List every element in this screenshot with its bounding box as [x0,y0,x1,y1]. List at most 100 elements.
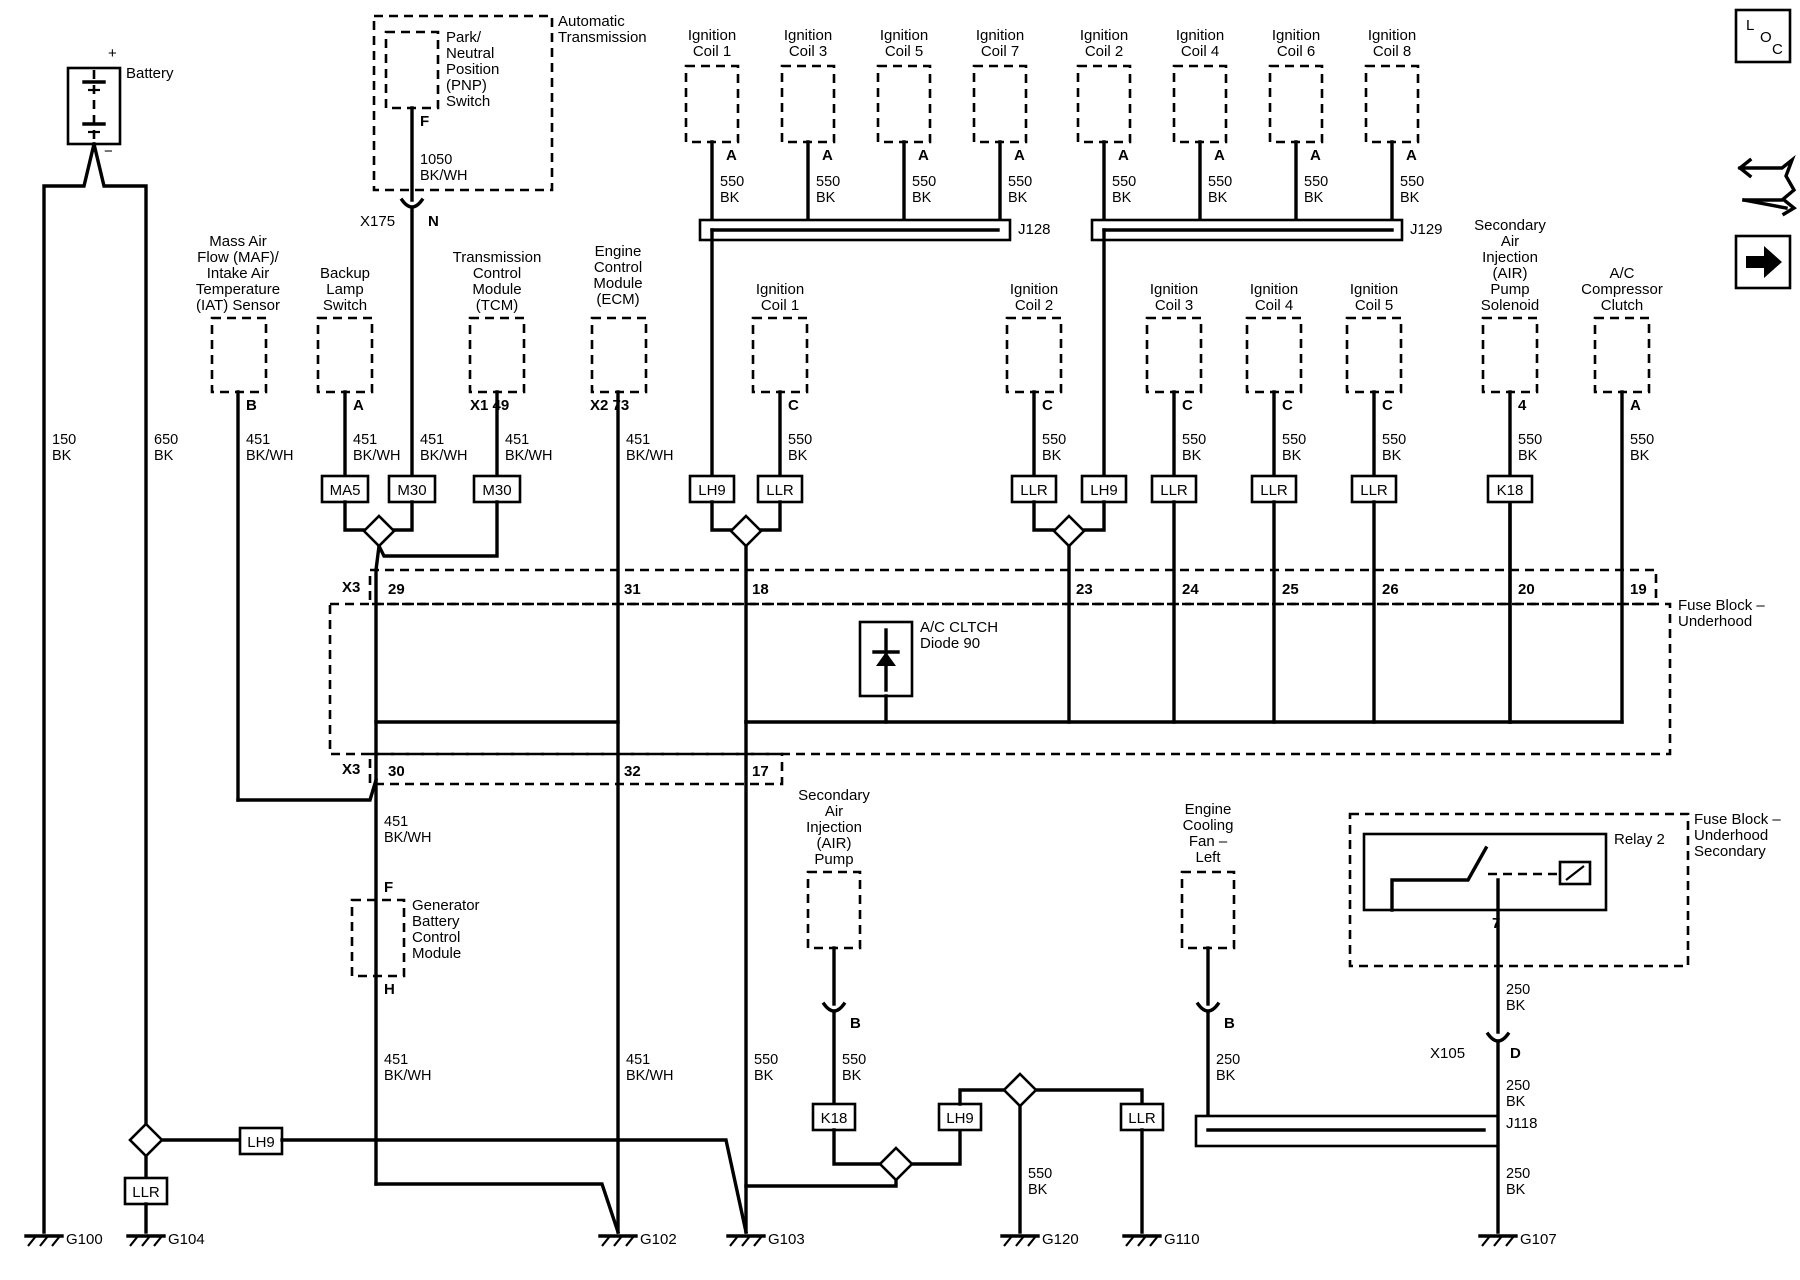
svg-text:Backup: Backup [320,265,370,282]
svg-text:LLR: LLR [1020,482,1048,499]
engine-cooling-fan-left [1180,870,1236,950]
svg-text:C: C [788,397,799,414]
svg-text:C: C [1382,397,1393,414]
svg-text:G100: G100 [66,1231,103,1248]
automatic-transmission-box [372,14,554,192]
g103-wire-color: BK [754,1068,774,1084]
svg-text:BK: BK [720,190,740,206]
fuse-block-underhood [328,602,1672,756]
svg-text:M30: M30 [397,482,426,499]
svg-text:Secondary: Secondary [1694,843,1766,860]
battery: + − Battery [66,45,174,160]
splice-box: LLR [1010,474,1058,504]
svg-text:Injection: Injection [1482,249,1538,266]
svg-text:Coil 4: Coil 4 [1255,297,1293,314]
svg-text:K18: K18 [821,1110,848,1127]
x105-pin-d: D [1510,1045,1521,1062]
svg-text:Injection: Injection [806,819,862,836]
gen-wire-bot-color: BK/WH [384,1068,432,1084]
backup-pin-a: A [353,397,364,414]
air-pump-solenoid-label: Secondary Air Injection (AIR) Pump Solen… [1474,217,1546,314]
fb-top-pin: 31 [624,581,641,598]
tcm-wire-num: 451 [505,432,529,448]
svg-text:Secondary: Secondary [798,787,870,804]
svg-text:550: 550 [1112,174,1136,190]
gen-wire-top-num: 451 [384,814,408,830]
maf-pin-b: B [246,397,257,414]
x3-bottom-label: X3 [342,761,360,778]
svg-text:Ignition: Ignition [1250,281,1298,298]
next-arrow-icon[interactable] [1734,234,1792,290]
svg-text:BK: BK [1042,448,1062,464]
svg-text:550: 550 [720,174,744,190]
air-pump-solenoid [1481,316,1539,394]
svg-text:Left: Left [1195,849,1221,866]
svg-text:G102: G102 [640,1231,677,1248]
ground-g107: G107 [1478,1231,1557,1248]
relay-pin-7: 7 [1492,915,1500,932]
svg-text:Clutch: Clutch [1601,297,1644,314]
svg-text:Coil 5: Coil 5 [1355,297,1393,314]
splice-box: LLR [1150,474,1198,504]
connector-end-view-icon[interactable] [1737,154,1797,217]
maf-wire-num: 451 [246,432,270,448]
svg-text:LH9: LH9 [698,482,726,499]
svg-text:Fuse Block –: Fuse Block – [1694,811,1781,828]
svg-text:A: A [918,147,929,164]
x105-wire-color: BK [1506,1094,1526,1110]
ground-g104: G104 [126,1231,205,1248]
svg-text:Lamp: Lamp [326,281,364,298]
x105-label: X105 [1430,1045,1465,1062]
svg-text:550: 550 [1382,432,1406,448]
gen-pin-h: H [384,981,395,998]
svg-text:Air: Air [1501,233,1519,250]
air-sol-wire-color: BK [1518,448,1538,464]
svg-text:Coil 4: Coil 4 [1181,43,1219,60]
x3-top-label: X3 [342,579,360,596]
svg-text:(TCM): (TCM) [476,297,518,314]
svg-text:A: A [1118,147,1129,164]
maf-wire-color: BK/WH [246,448,294,464]
loc-icon[interactable]: L O C [1734,8,1792,64]
air-pump-label: Secondary Air Injection (AIR) Pump [798,787,870,868]
svg-text:Battery: Battery [412,913,460,930]
svg-text:Ignition: Ignition [1150,281,1198,298]
tcm-wire-color: BK/WH [505,448,553,464]
fb-top-pin: 25 [1282,581,1299,598]
auto-trans-label-2: Transmission [558,29,647,46]
svg-text:Switch: Switch [446,93,490,110]
j128-label: J128 [1018,221,1051,238]
svg-text:Pump: Pump [814,851,853,868]
svg-text:550: 550 [816,174,840,190]
fuse-block-secondary-label: Fuse Block – Underhood Secondary [1694,811,1781,860]
fb-top-pin: 18 [752,581,769,598]
svg-text:(IAT) Sensor: (IAT) Sensor [196,297,280,314]
tcm-label: Transmission Control Module (TCM) [453,249,542,314]
x105-wire-num: 250 [1506,1078,1530,1094]
splice-box: LH9 [1080,474,1128,504]
fb-bottom-pin: 32 [624,763,641,780]
j118-label: J118 [1506,1115,1537,1132]
svg-text:BK: BK [1304,190,1324,206]
svg-text:Ignition: Ignition [1176,27,1224,44]
svg-text:Secondary: Secondary [1474,217,1546,234]
fuse-block-x3-bottom [368,752,784,786]
svg-text:Coil 8: Coil 8 [1373,43,1411,60]
maf-iat-sensor [210,316,268,394]
ecm-label: Engine Control Module (ECM) [593,243,642,308]
svg-text:C: C [1182,397,1193,414]
svg-text:BK: BK [1400,190,1420,206]
ac-clutch-label: A/C Compressor Clutch [1581,265,1663,314]
svg-text:(ECM): (ECM) [596,291,639,308]
svg-text:Solenoid: Solenoid [1481,297,1539,314]
svg-text:Neutral: Neutral [446,45,494,62]
svg-text:Coil 2: Coil 2 [1015,297,1053,314]
wire-1050-color: BK/WH [420,168,468,184]
auto-trans-label-1: Automatic [558,13,625,30]
